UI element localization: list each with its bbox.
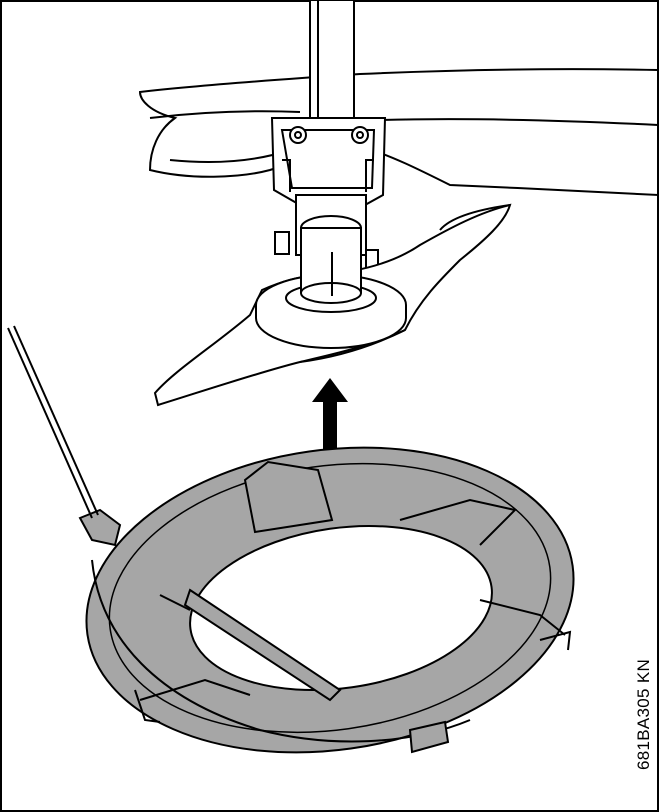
handle-guard	[138, 68, 659, 197]
deflector-guard	[78, 446, 575, 754]
mounting-bracket	[270, 117, 387, 206]
thrust-plate	[255, 248, 407, 349]
up-arrow-icon	[312, 378, 348, 452]
figure-code-label: 681BA305 KN	[634, 658, 653, 770]
guide-rod	[7, 325, 99, 519]
